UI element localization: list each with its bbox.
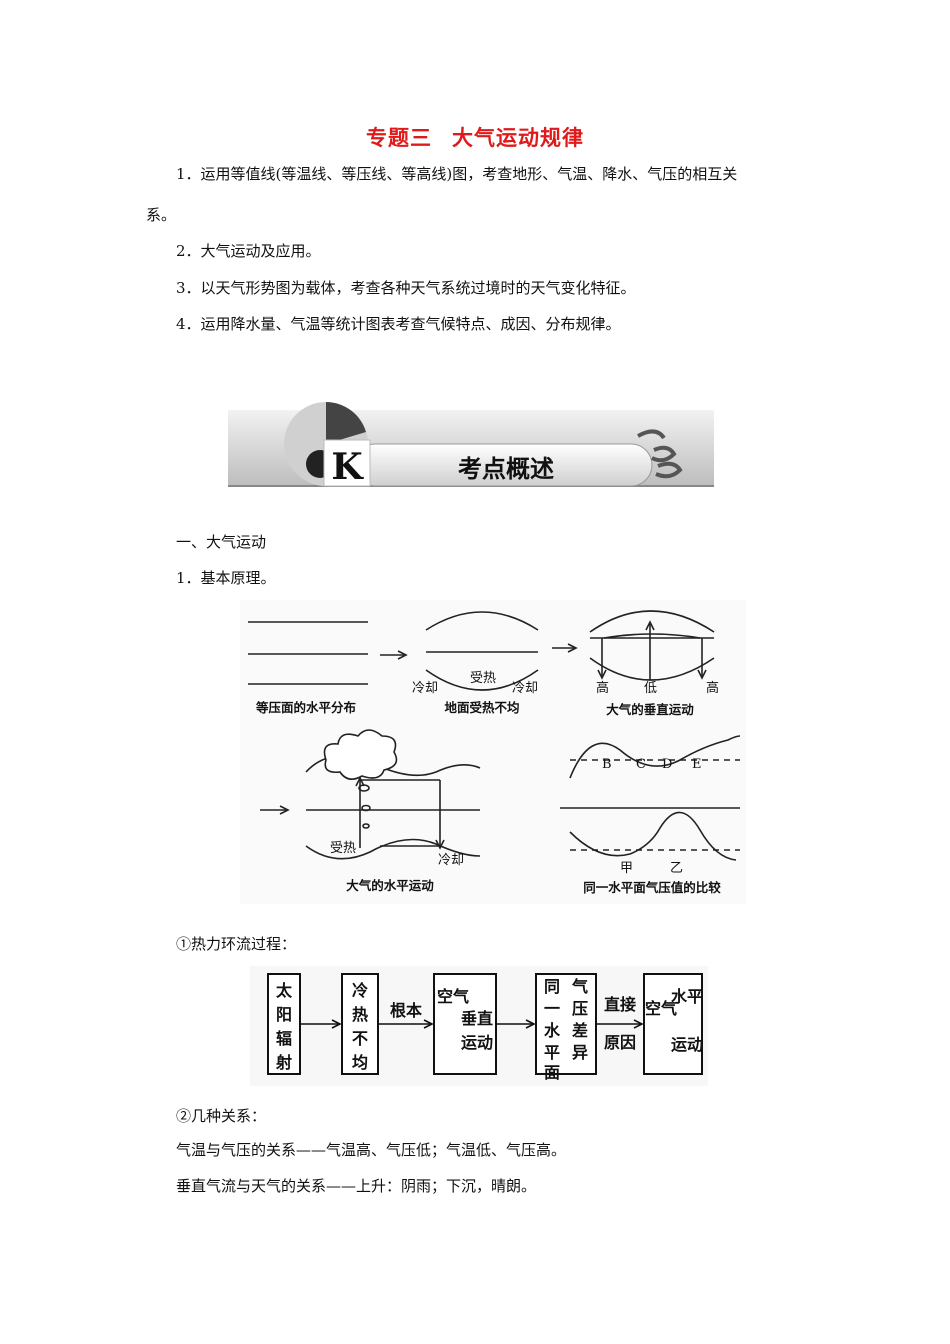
label-high-right: 高	[706, 680, 719, 696]
label-direct1: 直接	[604, 995, 636, 1014]
flow-box-pressure	[535, 973, 597, 1075]
box4-c8: 差	[572, 1021, 588, 1040]
banner-text: 考点概述	[458, 454, 554, 483]
title-part2: 大气运动规律	[452, 126, 584, 150]
section-heading: 一、大气运动	[176, 533, 267, 551]
box4-c5: 面	[544, 1063, 560, 1082]
box2-char1: 冷	[352, 981, 368, 1000]
caption-3: 大气的垂直运动	[606, 702, 694, 717]
requirement-2: 2．大气运动及应用。	[176, 242, 321, 260]
box4-c9: 异	[572, 1043, 588, 1062]
box2-char4: 均	[352, 1053, 368, 1072]
label-cold-right: 冷却	[512, 681, 538, 696]
box2-char3: 不	[352, 1029, 368, 1048]
point-b: B	[602, 757, 612, 772]
flow-box-horizontal	[643, 973, 703, 1075]
label-heat: 受热	[470, 671, 496, 686]
requirement-1: 1．运用等值线(等温线、等压线、等高线)图，考查地形、气温、降水、气压的相互关	[176, 165, 738, 183]
caption-5: 同一水平面气压值的比较	[583, 880, 721, 895]
box5-col2: 水平	[671, 987, 703, 1006]
requirement-3: 3．以天气形势图为载体，考查各种天气系统过境时的天气变化特征。	[176, 279, 636, 297]
caption-4: 大气的水平运动	[346, 878, 434, 893]
box5-col1: 空气	[645, 999, 677, 1018]
box4-c2: 一	[544, 999, 560, 1018]
box5-col3: 运动	[671, 1035, 703, 1054]
principle-heading: 1．基本原理。	[176, 569, 276, 587]
box4-c1: 同	[544, 977, 560, 996]
box3-col3: 运动	[461, 1033, 493, 1052]
requirement-4: 4．运用降水量、气温等统计图表考查气候特点、成因、分布规律。	[176, 315, 621, 333]
box1-char1: 太	[275, 981, 293, 1000]
point-d: D	[662, 757, 672, 772]
box4-c3: 水	[544, 1021, 561, 1040]
label-root: 根本	[390, 1001, 422, 1020]
point-e: E	[692, 757, 702, 772]
flow-box-vertical	[433, 973, 497, 1075]
relation-2: 垂直气流与天气的关系——上升：阴雨；下沉，晴朗。	[176, 1177, 537, 1195]
label-direct2: 原因	[604, 1033, 636, 1052]
box2-char2: 热	[352, 1005, 368, 1024]
box4-c6: 气	[571, 977, 588, 996]
label-cold-left: 冷却	[412, 681, 438, 696]
label-cold-2: 冷却	[438, 853, 464, 868]
section-banner: K 考点概述	[228, 402, 714, 488]
box3-col2: 垂直	[461, 1009, 493, 1028]
title-part1: 专题三	[366, 126, 432, 150]
label-heat-2: 受热	[330, 841, 356, 856]
banner-swirl-icon	[637, 429, 683, 479]
label-low: 低	[644, 681, 657, 696]
caption-2: 地面受热不均	[444, 700, 519, 715]
box4-c7: 压	[572, 999, 588, 1018]
page-title: 专题三大气运动规律	[0, 122, 950, 152]
flow-box-uneven	[341, 973, 379, 1075]
box1-char3: 辐	[276, 1029, 292, 1048]
relation-1: 气温与气压的关系——气温高、气压低；气温低、气压高。	[176, 1141, 567, 1159]
box4-c4: 平	[544, 1043, 560, 1062]
relations-heading: ②几种关系：	[176, 1107, 267, 1125]
box1-char4: 射	[275, 1053, 292, 1072]
banner-letter: K	[331, 446, 364, 488]
label-jia: 甲	[620, 861, 633, 876]
box1-char2: 阳	[276, 1005, 292, 1024]
point-c: C	[636, 757, 646, 772]
label-high-left: 高	[596, 680, 609, 696]
label-yi: 乙	[670, 861, 683, 876]
caption-1: 等压面的水平分布	[255, 700, 357, 715]
pressure-diagram: 冷却 受热 冷却 高 低 高 受热 冷却 B C D E 甲 乙 等压面的水平分…	[240, 600, 746, 904]
circulation-heading: ①热力环流过程：	[176, 935, 297, 953]
box3-col1a: 空气	[437, 987, 469, 1006]
requirement-1-cont: 系。	[146, 206, 177, 224]
circulation-flowchart: 太 阳 辐 射 冷 热 不 均 根本 空气 垂直 运动 同 一 水 平 面 气 …	[250, 966, 708, 1086]
